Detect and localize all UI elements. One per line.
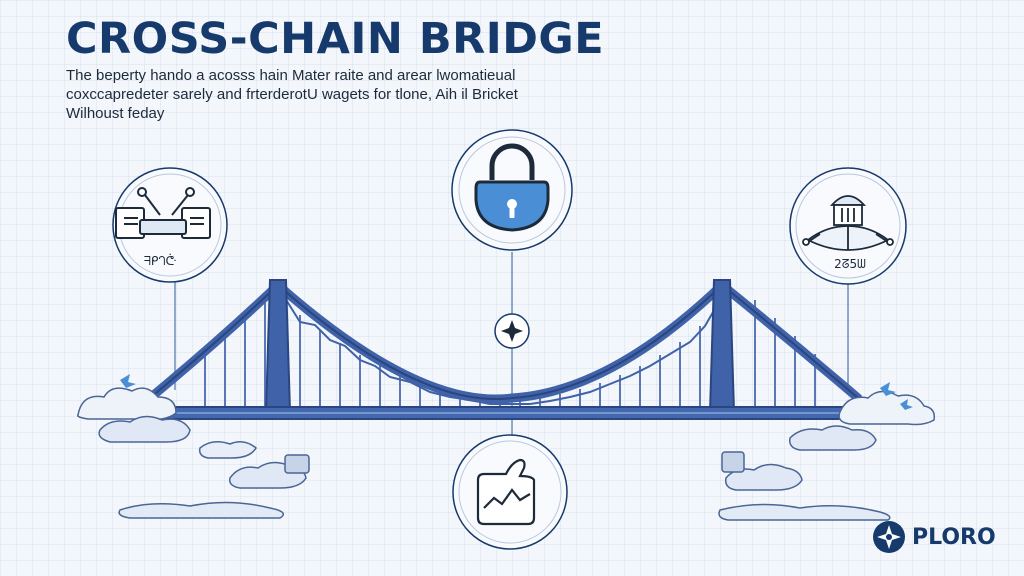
brand-name: PLORO [912, 524, 996, 550]
right-icon-badge: 2ᘔ5ᗯ [789, 167, 907, 285]
left-clouds [76, 387, 310, 519]
right-icon-label: 2ᘔ5ᗯ [834, 257, 866, 271]
ship-building-icon [802, 195, 894, 251]
description-line-3: Wilhoust feday [66, 105, 165, 122]
suspension-bridge [145, 279, 863, 420]
bottom-icon-badge [452, 434, 568, 550]
document-keys-icon [115, 187, 211, 239]
chart-line-icon [476, 458, 536, 526]
page-title: CROSS-CHAIN BRIDGE [66, 14, 605, 64]
left-icon-badge: ᖷᑭᘃᕩ [112, 167, 228, 283]
compass-star-icon [494, 313, 530, 349]
left-icon-label: ᖷᑭᘃᕩ [144, 252, 177, 268]
description-line-2: coxccapredeter sarely and frterderotU wa… [66, 86, 518, 103]
brand-logo[interactable]: PLORO [872, 518, 996, 556]
description: The beperty hando a acosss hain Mater ra… [66, 66, 606, 123]
top-icon-badge [451, 129, 573, 251]
star-badge-icon [873, 521, 905, 553]
right-clouds [718, 390, 936, 521]
birds [120, 374, 913, 410]
description-line-1: The beperty hando a acosss hain Mater ra… [66, 67, 516, 84]
padlock-icon [474, 143, 550, 232]
